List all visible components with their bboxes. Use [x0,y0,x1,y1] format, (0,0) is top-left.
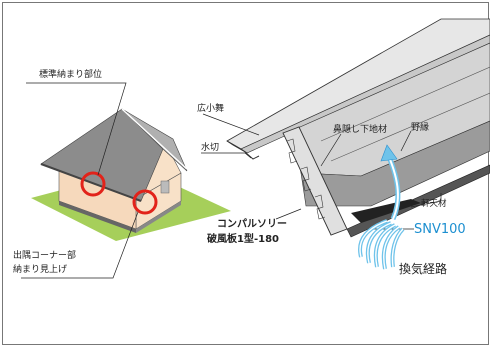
eaves-ventilation-diagram: 標準納まり部位 出隅コーナー部 納まり見上げ [13,18,490,279]
house-foundation [59,201,136,233]
highlight-circle-corner [132,189,158,215]
label-airflow-path: 換気経路 [399,261,447,276]
house-window [160,180,170,194]
highlight-circle-standard [80,171,106,197]
label-mizukiri: 水切 [201,141,219,153]
label-standard-part: 標準納まり部位 [39,68,102,80]
eaves-section [201,18,490,238]
label-corner-part-2: 納まり見上げ [13,263,67,275]
nokiten-board [346,164,490,238]
label-corner-part-1: 出隅コーナー部 [13,249,76,261]
label-snv100: SNV100 [414,222,466,237]
nokiten-dark [351,199,421,223]
leader-standard [26,82,127,176]
label-nokiten: 軒天材 [421,198,447,209]
diagram-frame: 標準納まり部位 出隅コーナー部 納まり見上げ [2,2,490,345]
soffit-dark-band [300,120,490,207]
label-nobuchi: 野縁 [411,121,429,133]
house-illustration [21,82,231,279]
leader-corner [21,211,139,279]
label-product-2: 破風板1型-180 [207,232,279,245]
airflow-arrowhead [380,144,398,162]
house-foundation-front [136,201,181,233]
airflow-arrows [358,144,405,270]
mizukiri-flashing [244,151,260,160]
label-hiro-komai: 広小舞 [197,102,224,114]
hiro-komai-board [226,140,248,154]
label-hanakakushi: 鼻隠し下地材 [333,123,387,135]
label-product-1: コンパルソリー [217,218,287,230]
